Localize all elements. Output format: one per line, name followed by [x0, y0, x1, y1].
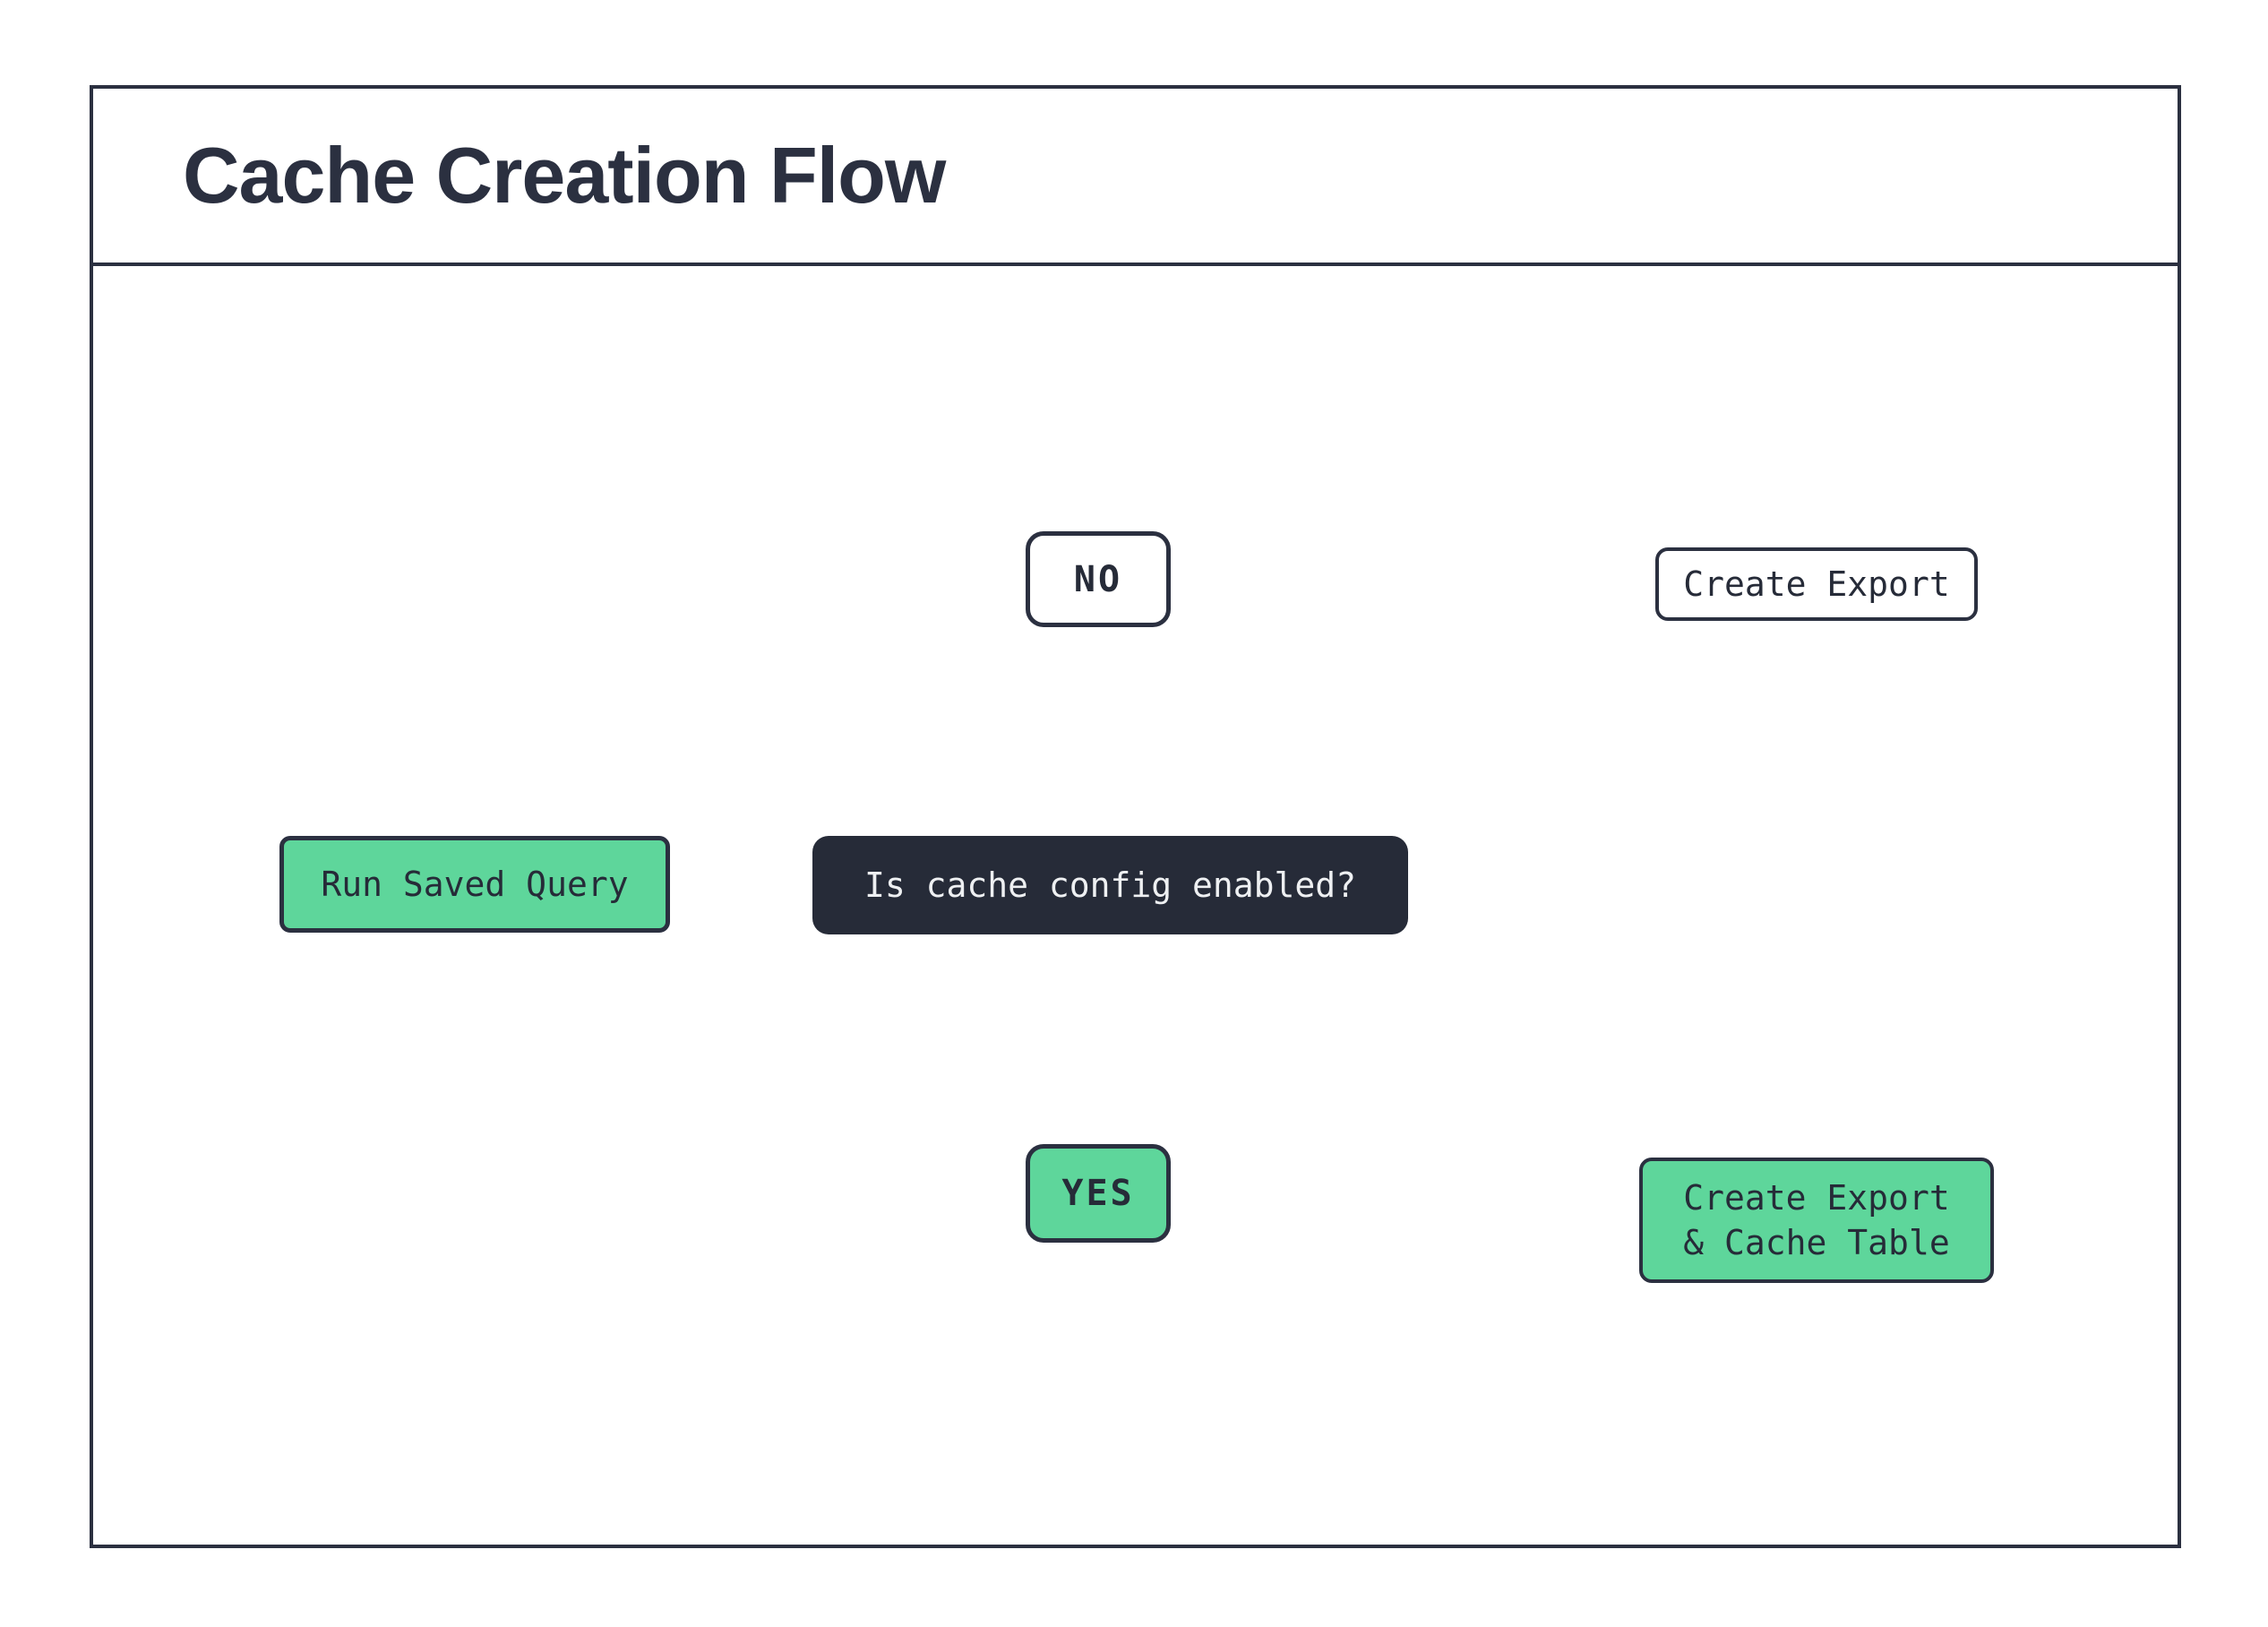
- no-branch-node: NO: [1026, 531, 1171, 627]
- cache-config-decision-label: Is cache config enabled?: [863, 865, 1357, 905]
- run-saved-query-node: Run Saved Query: [279, 836, 670, 933]
- create-export-cache-line2: & Cache Table: [1683, 1223, 1950, 1262]
- cache-config-decision-node: Is cache config enabled?: [812, 836, 1408, 934]
- diagram-frame: Cache Creation Flow: [90, 85, 2181, 1548]
- run-saved-query-label: Run Saved Query: [321, 865, 629, 904]
- create-export-cache-line1: Create Export: [1683, 1177, 1950, 1218]
- create-export-label-text: Create Export: [1683, 564, 1950, 604]
- yes-branch-node: YES: [1026, 1144, 1171, 1243]
- create-export-label: Create Export: [1655, 547, 1978, 621]
- yes-branch-label: YES: [1061, 1173, 1135, 1214]
- create-export-cache-label: Create Export & Cache Table: [1639, 1158, 1994, 1283]
- title-bar: Cache Creation Flow: [93, 89, 2178, 266]
- no-branch-label: NO: [1073, 558, 1123, 600]
- page-title: Cache Creation Flow: [183, 131, 946, 220]
